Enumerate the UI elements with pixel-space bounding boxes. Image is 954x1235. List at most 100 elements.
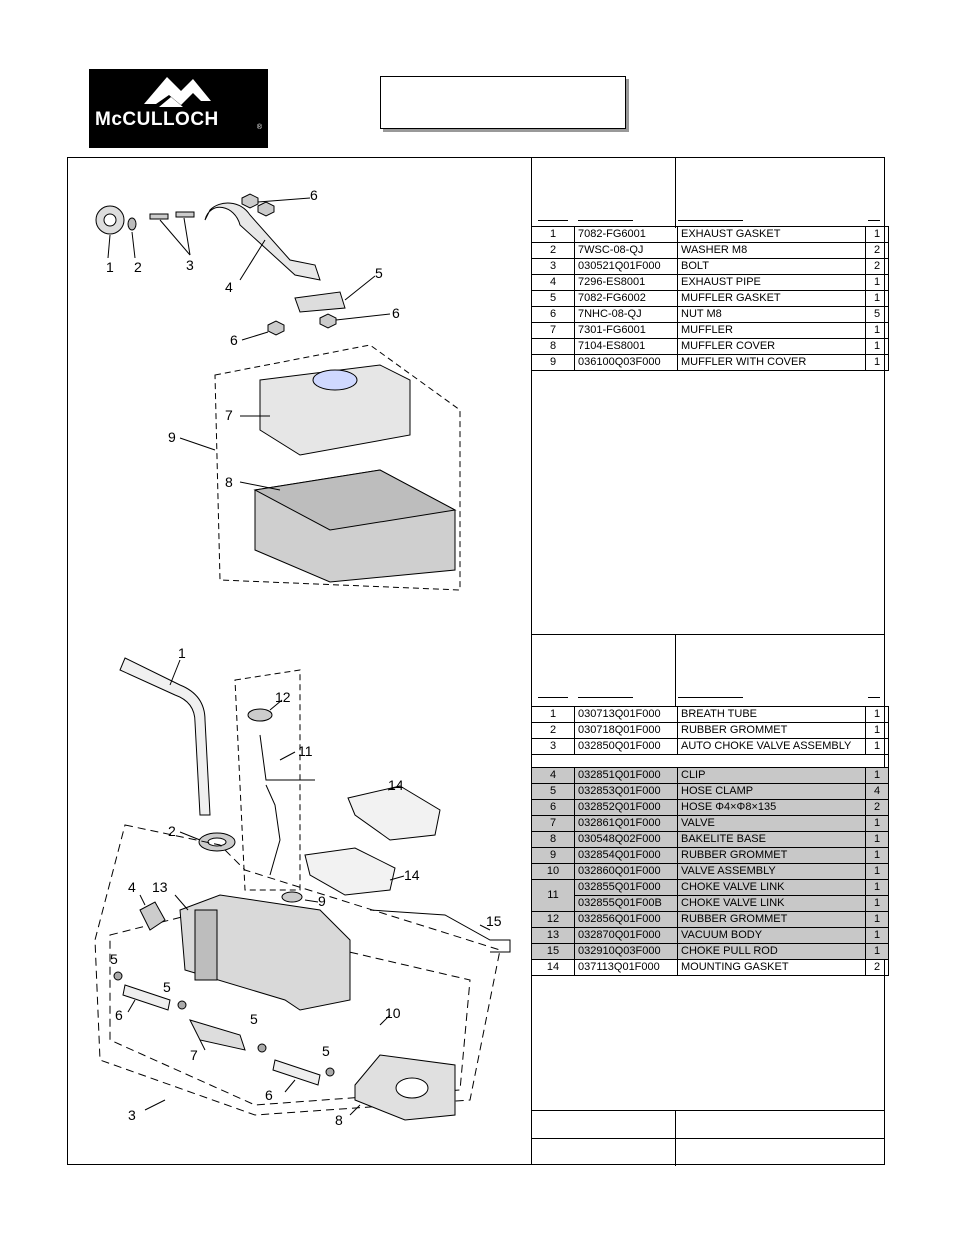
part-description: BREATH TUBE [677, 706, 866, 723]
logo-mark-icon [144, 77, 211, 107]
item-number: 7 [531, 322, 575, 339]
table1-header-rule [578, 220, 633, 221]
part-number: 032860Q01F000 [574, 863, 678, 880]
callout-label: 9 [318, 893, 326, 909]
part-number: 032856Q01F000 [574, 911, 678, 928]
part-quantity: 2 [865, 242, 889, 259]
column-divider [531, 157, 532, 1165]
part-quantity: 1 [865, 706, 889, 723]
item-number: 15 [531, 943, 575, 960]
part-number: 032910Q03F000 [574, 943, 678, 960]
callout-label: 1 [178, 645, 186, 661]
part-quantity: 1 [865, 863, 889, 880]
item-number: 12 [531, 911, 575, 928]
callout-label: 4 [128, 879, 136, 895]
callout-label: 5 [322, 1043, 330, 1059]
part-description: WASHER M8 [677, 242, 866, 259]
part-quantity: 1 [865, 943, 889, 960]
callout-label: 9 [168, 429, 176, 445]
part-number: 7296-ES8001 [574, 274, 678, 291]
part-number: 030521Q01F000 [574, 258, 678, 275]
item-number: 11 [531, 879, 575, 912]
part-quantity: 1 [865, 767, 889, 784]
callout-label: 12 [275, 689, 291, 705]
part-description: HOSE Φ4×Φ8×135 [677, 799, 866, 816]
part-description: MUFFLER COVER [677, 338, 866, 355]
part-description: MUFFLER WITH COVER [677, 354, 866, 371]
table2-header-block [531, 634, 885, 707]
part-quantity: 1 [865, 815, 889, 832]
part-number: 7104-ES8001 [574, 338, 678, 355]
part-quantity: 1 [865, 338, 889, 355]
callout-label: 13 [152, 879, 168, 895]
part-description: MOUNTING GASKET [677, 959, 866, 976]
part-quantity: 1 [865, 722, 889, 739]
item-number: 4 [531, 767, 575, 784]
item-number: 1 [531, 226, 575, 243]
part-description: VACUUM BODY [677, 927, 866, 944]
table2-header-rule [868, 697, 880, 698]
part-quantity: 1 [865, 895, 889, 912]
table2-header-rule [578, 697, 633, 698]
item-number: 3 [531, 258, 575, 275]
auto-choke-callouts: 1 2 3 4 5 5 5 5 6 6 7 8 9 10 11 12 13 14… [110, 645, 502, 1128]
callout-label: 1 [106, 259, 114, 275]
table-spacer-row [531, 754, 889, 768]
callout-label: 5 [375, 265, 383, 281]
part-number: 032851Q01F000 [574, 767, 678, 784]
callout-label: 2 [168, 823, 176, 839]
callout-label: 8 [225, 474, 233, 490]
item-number: 4 [531, 274, 575, 291]
item-number: 13 [531, 927, 575, 944]
part-number: 030718Q01F000 [574, 722, 678, 739]
part-quantity: 4 [865, 783, 889, 800]
part-number: 036100Q03F000 [574, 354, 678, 371]
spacer-cell [531, 754, 889, 768]
part-quantity: 1 [865, 354, 889, 371]
callout-label: 4 [225, 279, 233, 295]
part-description: RUBBER GROMMET [677, 911, 866, 928]
auto-choke-exploded-diagram: 1 2 3 4 5 5 5 5 6 6 7 8 9 10 11 12 13 14… [94, 645, 511, 1128]
part-number: 032855Q01F000 [574, 879, 678, 896]
part-quantity: 1 [865, 290, 889, 307]
table1-header-block [531, 157, 885, 228]
footer-box [531, 1110, 885, 1166]
callout-label: 14 [388, 777, 404, 793]
part-number: 032852Q01F000 [574, 799, 678, 816]
callout-label: 7 [190, 1047, 198, 1063]
part-quantity: 1 [865, 847, 889, 864]
page-frame [67, 157, 885, 1165]
part-quantity: 1 [865, 738, 889, 755]
callout-label: 6 [230, 332, 238, 348]
callout-label: 2 [134, 259, 142, 275]
item-number: 7 [531, 815, 575, 832]
callout-label: 6 [310, 187, 318, 203]
callout-label: 5 [110, 951, 118, 967]
part-quantity: 5 [865, 306, 889, 323]
part-number: 7WSC-08-QJ [574, 242, 678, 259]
item-number: 3 [531, 738, 575, 755]
item-number: 8 [531, 831, 575, 848]
part-description: CLIP [677, 767, 866, 784]
part-number: 032870Q01F000 [574, 927, 678, 944]
callout-label: 7 [225, 407, 233, 423]
part-description: CHOKE PULL ROD [677, 943, 866, 960]
part-number: 7301-FG6001 [574, 322, 678, 339]
item-number: 1 [531, 706, 575, 723]
